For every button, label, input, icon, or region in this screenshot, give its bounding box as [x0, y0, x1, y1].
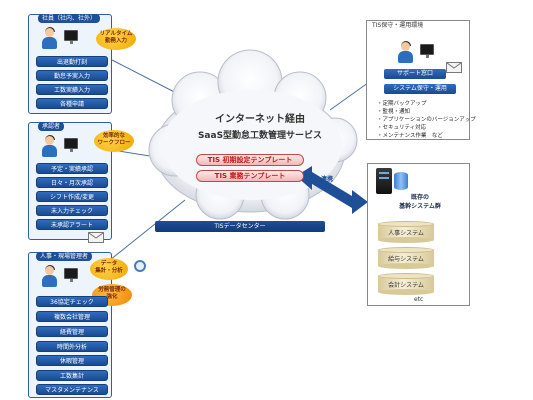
system-accounting-cylinder: 会計システム: [378, 273, 434, 295]
hr-panel-title: 人事・現場管理者: [36, 252, 93, 261]
magnifier-icon: [134, 260, 146, 272]
database-icon: [394, 172, 408, 190]
cloud-title-line1: インターネット経由: [215, 114, 305, 125]
menu-unapproved-alert[interactable]: 未承認アラート: [36, 219, 108, 230]
hr-data-bubble: データ 集計・分析: [90, 258, 128, 280]
menu-clock-in[interactable]: 出退勤打刻: [36, 56, 108, 67]
menu-attendance-plan[interactable]: 勤怠予実入力: [36, 70, 108, 81]
menu-36-agreement[interactable]: 36協定チェック: [36, 296, 108, 307]
ops-monitor-icon: [420, 44, 434, 58]
approver-panel-title: 承認者: [38, 122, 65, 131]
menu-multi-company[interactable]: 複数会社管理: [36, 311, 108, 322]
menu-overtime-analysis[interactable]: 時間外分析: [36, 341, 108, 352]
menu-daily-approval[interactable]: 日々・月次承認: [36, 177, 108, 188]
datacenter-label: TISデータセンター: [155, 221, 325, 232]
cloud-title-line2: SaaS型勤怠工数管理サービス: [197, 131, 323, 141]
existing-systems-title: 既存の 基幹システム群: [399, 194, 441, 210]
template-business[interactable]: TIS 業務テンプレート: [196, 170, 304, 182]
system-hr-cylinder: 人事システム: [378, 221, 434, 243]
system-payroll-label: 給与システム: [388, 256, 424, 263]
employee-bubble: リアルタイム 勤務入力: [96, 28, 136, 50]
ops-bullet: ・アプリケーションのバージョンアップ: [377, 117, 476, 123]
employee-panel-title: 社員（社内、社外）: [38, 14, 101, 23]
support-desk-button[interactable]: サポート窓口: [384, 69, 446, 79]
hr-monitor-icon: [64, 268, 78, 282]
system-hr-label: 人事システム: [388, 230, 424, 237]
menu-requests[interactable]: 各種申請: [36, 98, 108, 109]
menu-missing-check[interactable]: 未入力チェック: [36, 205, 108, 216]
menu-expense[interactable]: 経費管理: [36, 326, 108, 337]
systems-etc: etc: [414, 296, 424, 303]
ops-bullet: ・セキュリティ対応: [377, 125, 427, 131]
server-icon: [376, 168, 392, 194]
system-maintenance-button[interactable]: システム保守・運用: [384, 84, 456, 94]
system-payroll-cylinder: 給与システム: [378, 247, 434, 269]
approver-monitor-icon: [64, 138, 78, 152]
ops-bullet: ・メンテナンス作業 など: [377, 133, 443, 139]
ops-person-icon: [398, 41, 414, 64]
menu-leave[interactable]: 休暇管理: [36, 355, 108, 366]
menu-work-hours[interactable]: 工数実績入力: [36, 84, 108, 95]
menu-master-maintenance[interactable]: マスタメンテナンス: [36, 384, 108, 395]
mail-envelope-icon: [88, 232, 104, 243]
employee-person-icon: [42, 27, 58, 50]
menu-hours-summary[interactable]: 工数集計: [36, 370, 108, 381]
hr-person-icon: [42, 265, 58, 288]
ops-environment-box: [366, 20, 470, 140]
template-initial-setup[interactable]: TIS 初期設定テンプレート: [196, 154, 304, 166]
link-arrow: [296, 166, 368, 214]
menu-plan-approval[interactable]: 予定・実績承認: [36, 163, 108, 174]
ops-environment-title: TIS保守・運用環境: [372, 22, 424, 29]
approver-person-icon: [42, 135, 58, 158]
ops-bullet: ・定期バックアップ: [377, 101, 427, 107]
ops-bullet: ・監視・通知: [377, 109, 411, 115]
link-label: 連携: [321, 176, 334, 183]
system-accounting-label: 会計システム: [388, 282, 424, 289]
employee-monitor-icon: [64, 30, 78, 44]
approver-bubble: 効率的な ワークフロー: [94, 130, 134, 152]
ops-mail-icon: [446, 62, 462, 73]
menu-shift-edit[interactable]: シフト作成/変更: [36, 191, 108, 202]
